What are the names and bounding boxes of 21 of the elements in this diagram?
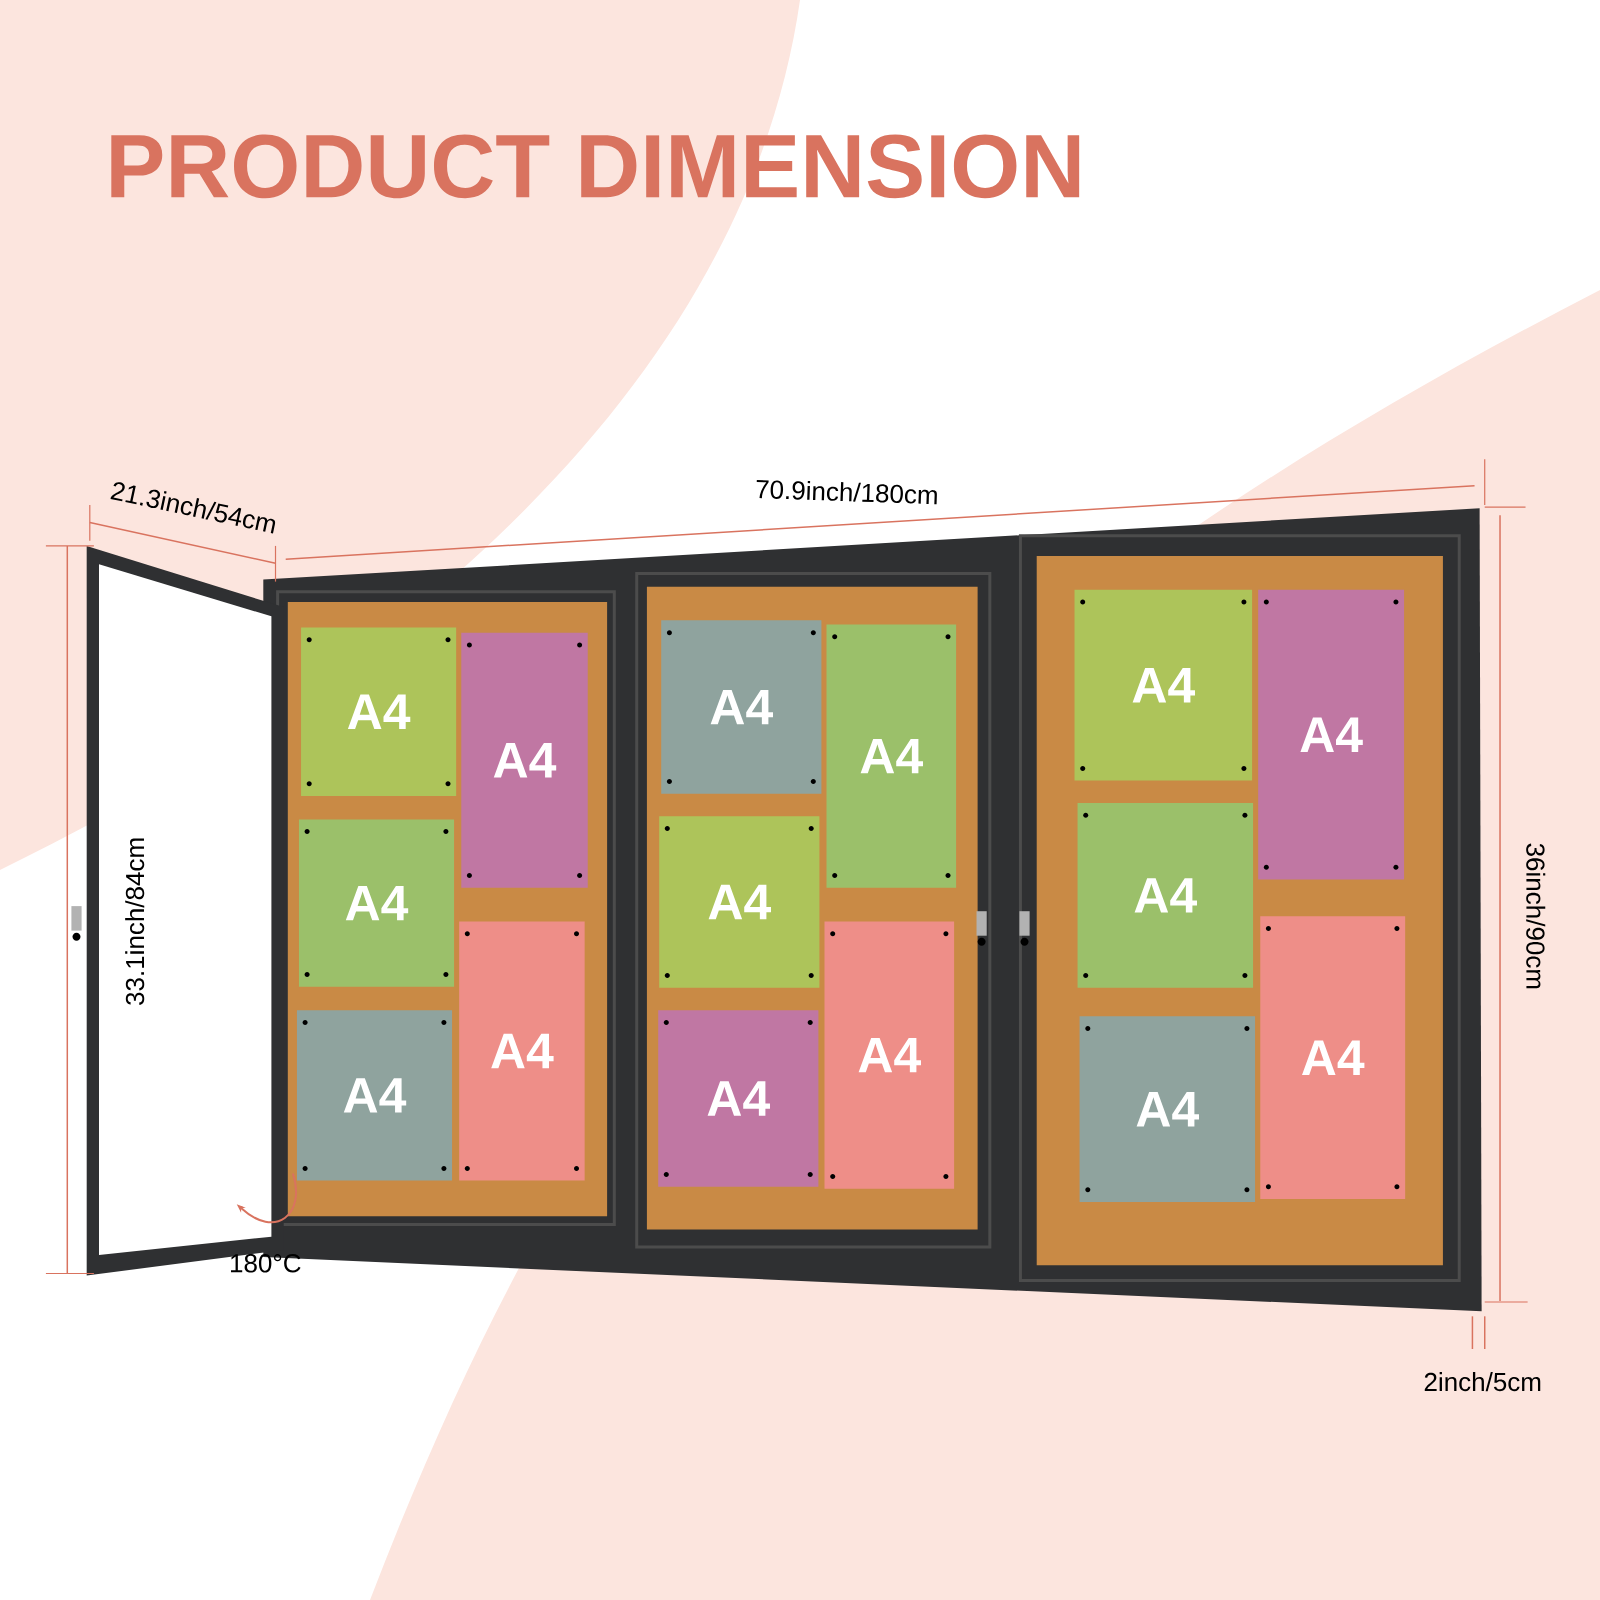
title: PRODUCT DIMENSION [111,134,1080,199]
a4-sheet: A4 [1074,589,1253,781]
dimension-label: 36inch/90cm [1526,843,1546,989]
a4-sheet: A4 [298,819,455,987]
dimension-label: 33.1inch/84cm [125,838,145,1005]
a4-sheet: A4 [1079,1016,1256,1203]
a4-sheet: A4 [824,921,955,1189]
a4-sheet: A4 [1258,589,1405,880]
dimension-label: 2inch/5cm [1424,1372,1541,1392]
a4-sheet: A4 [296,1010,453,1181]
a4-sheet: A4 [661,620,822,794]
a4-sheet: A4 [658,1010,819,1187]
a4-sheet: A4 [659,816,820,988]
a4-sheet: A4 [301,627,457,796]
a4-sheet: A4 [459,921,585,1181]
dimension-label: 70.9inch/180cm [756,480,937,505]
a4-sheet: A4 [461,632,588,888]
a4-sheet: A4 [1260,916,1406,1200]
dimension-label: 180°C [231,1254,301,1273]
a4-sheet: A4 [826,624,957,888]
a4-sheet: A4 [1077,803,1254,988]
